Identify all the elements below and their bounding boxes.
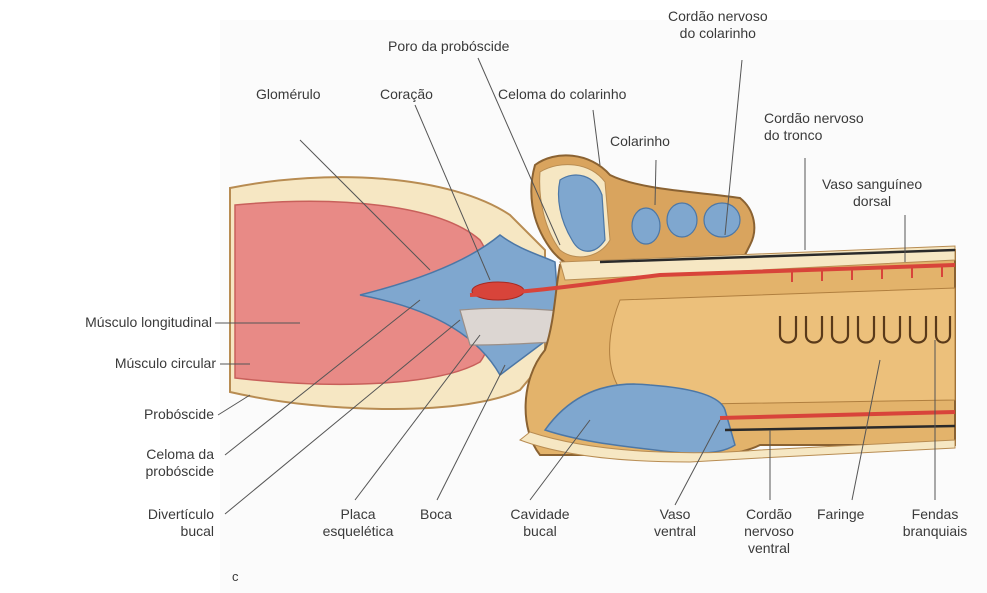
label-placa-line2: esquelética xyxy=(302,523,414,540)
label-vaso-dorsal: Vaso sanguíneo dorsal xyxy=(822,176,922,210)
label-celoma-proboscide-line2: probóscide xyxy=(20,463,214,480)
label-cavidade-bucal: Cavidade bucal xyxy=(490,506,590,540)
label-musculo-circular: Músculo circular xyxy=(20,355,216,372)
label-diverticulo-line2: bucal xyxy=(20,523,214,540)
label-cordao-colarinho-line1: Cordão nervoso xyxy=(668,8,768,25)
label-vaso-ventral-line1: Vaso xyxy=(640,506,710,523)
label-cordao-colarinho: Cordão nervoso do colarinho xyxy=(668,8,768,42)
label-celoma-colarinho: Celoma do colarinho xyxy=(498,86,626,103)
label-vaso-ventral: Vaso ventral xyxy=(640,506,710,540)
label-vaso-dorsal-line2: dorsal xyxy=(822,193,922,210)
label-cavidade-line1: Cavidade xyxy=(490,506,590,523)
label-coracao: Coração xyxy=(380,86,433,103)
label-celoma-proboscide-line1: Celoma da xyxy=(20,446,214,463)
label-cordao-tronco-line2: do tronco xyxy=(764,127,864,144)
label-poro-proboscide: Poro da probóscide xyxy=(388,38,509,55)
label-boca: Boca xyxy=(420,506,452,523)
label-cordao-ventral-line1: Cordão xyxy=(728,506,810,523)
collar-coelom-3 xyxy=(704,203,740,237)
label-diverticulo-bucal: Divertículo bucal xyxy=(20,506,214,540)
label-musculo-longitudinal: Músculo longitudinal xyxy=(20,314,212,331)
label-colarinho: Colarinho xyxy=(610,133,670,150)
label-placa-line1: Placa xyxy=(302,506,414,523)
label-proboscide: Probóscide xyxy=(20,406,214,423)
label-vaso-dorsal-line1: Vaso sanguíneo xyxy=(822,176,922,193)
label-cordao-tronco-line1: Cordão nervoso xyxy=(764,110,864,127)
collar-coelom-1 xyxy=(632,208,660,244)
label-celoma-proboscide: Celoma da probóscide xyxy=(20,446,214,480)
label-vaso-ventral-line2: ventral xyxy=(640,523,710,540)
label-fendas-line2: branquiais xyxy=(888,523,982,540)
label-cavidade-line2: bucal xyxy=(490,523,590,540)
label-cordao-ventral: Cordão nervoso ventral xyxy=(728,506,810,557)
label-glomerulo: Glomérulo xyxy=(256,86,321,103)
label-cordao-colarinho-line2: do colarinho xyxy=(668,25,768,42)
label-fendas-branquiais: Fendas branquiais xyxy=(888,506,982,540)
label-faringe: Faringe xyxy=(817,506,864,523)
label-cordao-ventral-line3: ventral xyxy=(728,540,810,557)
label-cordao-ventral-line2: nervoso xyxy=(728,523,810,540)
label-diverticulo-line1: Divertículo xyxy=(20,506,214,523)
label-fendas-line1: Fendas xyxy=(888,506,982,523)
panel-letter: c xyxy=(232,568,239,585)
collar-coelom-2 xyxy=(667,203,697,237)
label-placa-esqueletica: Placa esquelética xyxy=(302,506,414,540)
label-cordao-tronco: Cordão nervoso do tronco xyxy=(764,110,864,144)
